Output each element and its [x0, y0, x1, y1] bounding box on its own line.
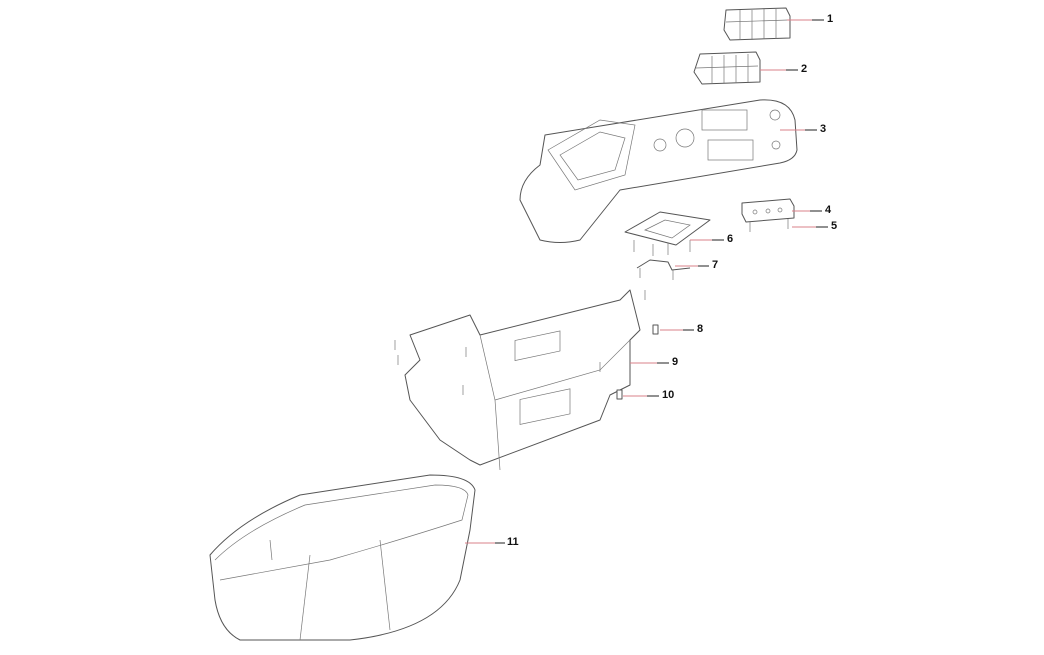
callout-9: 9 — [672, 356, 679, 368]
part-2-switch-block — [693, 51, 761, 85]
leader-lines — [465, 19, 828, 544]
callout-8: 8 — [697, 323, 704, 335]
part-9-frame — [394, 289, 646, 471]
callout-4: 4 — [825, 204, 832, 216]
callout-10: 10 — [662, 389, 675, 401]
part-3-console-cover — [519, 99, 798, 243]
callout-3: 3 — [820, 123, 827, 135]
callout-2: 2 — [801, 63, 808, 75]
part-4-bracket — [741, 198, 795, 223]
callout-11: 11 — [507, 536, 519, 548]
part-11-tray — [209, 474, 476, 641]
callout-7: 7 — [712, 259, 719, 271]
part-1-switch-block — [723, 7, 791, 41]
part-5-screws — [749, 219, 789, 232]
part-10-screw — [616, 389, 623, 400]
callout-6: 6 — [727, 233, 734, 245]
part-7-clip — [636, 259, 691, 280]
part-6-plate — [624, 211, 711, 256]
callout-5: 5 — [831, 220, 838, 232]
callout-1: 1 — [827, 13, 834, 25]
part-8-screw — [652, 324, 659, 335]
